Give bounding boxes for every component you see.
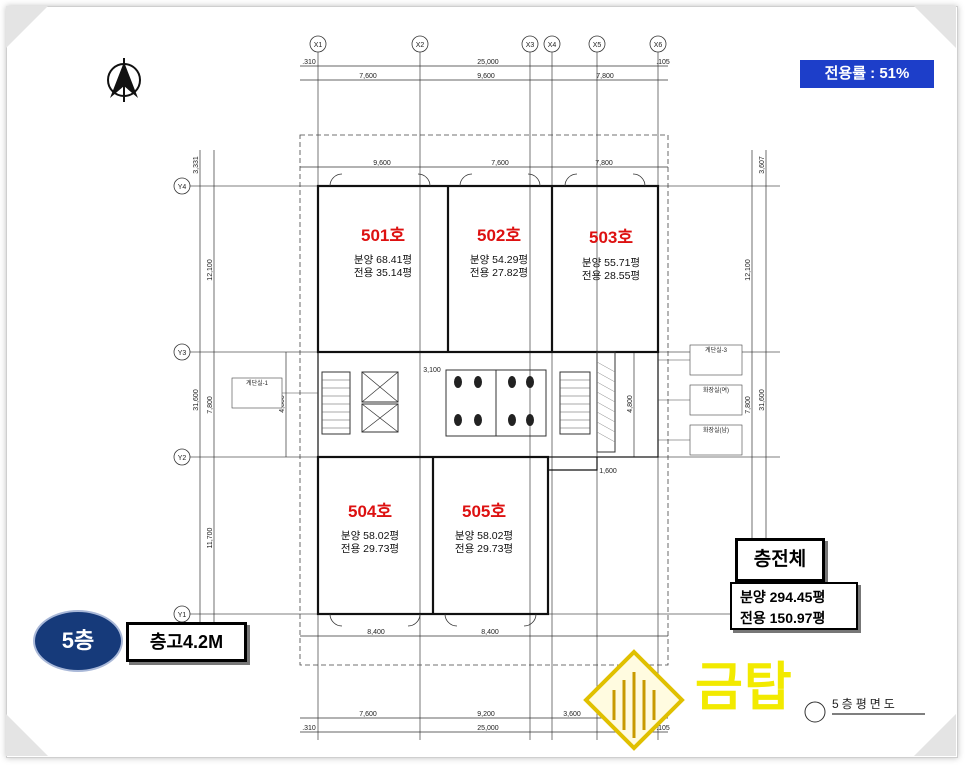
grid-label-y1: Y1 bbox=[178, 612, 187, 619]
unit-503-label: 503호 bbox=[588, 228, 633, 247]
unit-502-area: 분양 54.29평 전용 27.82평 bbox=[444, 254, 554, 280]
dim-inner-top-b: 7,600 bbox=[491, 160, 509, 167]
unit-503-area: 분양 55.71평 전용 28.55평 bbox=[556, 257, 666, 283]
grid-label-y2: Y2 bbox=[178, 455, 187, 462]
site-boundary bbox=[299, 134, 669, 666]
dim-left-a: 12,100 bbox=[207, 259, 214, 281]
door-swings bbox=[329, 173, 646, 627]
building-walls bbox=[316, 184, 660, 616]
grid-label-x6: X6 bbox=[654, 42, 663, 49]
dim-bottom-a: 7,600 bbox=[359, 711, 377, 718]
dim-right-c: 3,607 bbox=[759, 156, 766, 174]
grid-bubbles-y bbox=[173, 177, 191, 623]
unit-503-exclusive: 전용 28.55평 bbox=[581, 270, 641, 282]
dim-top-edge-left: .310 bbox=[302, 59, 316, 66]
drawing-title-mark bbox=[804, 701, 925, 723]
floor-total-exclusive: 전용 150.97평 bbox=[740, 610, 826, 626]
unit-501-sale: 분양 68.41평 bbox=[353, 254, 413, 266]
dim-core-right: 4,800 bbox=[627, 395, 634, 413]
drawing-title: 5층평면도 bbox=[832, 697, 898, 711]
grid-label-x2: X2 bbox=[416, 42, 425, 49]
room-tag-stair-3: 계단실-3 bbox=[705, 346, 728, 354]
unit-504-exclusive: 전용 29.73평 bbox=[340, 543, 400, 555]
exclusive-ratio-badge: 전용률 : 51% bbox=[800, 60, 934, 88]
grid-bubbles-x bbox=[309, 35, 667, 53]
unit-502-exclusive: 전용 27.82평 bbox=[469, 267, 529, 279]
left-dimension-text: 31,600 12,100 7,800 11,700 3,331 4,800 bbox=[193, 156, 286, 548]
dim-bottom-b: 9,200 bbox=[477, 711, 495, 718]
unit-501-exclusive: 전용 35.14평 bbox=[353, 267, 413, 279]
floor-total-sale: 분양 294.45평 bbox=[740, 589, 826, 605]
unit-501-label: 501호 bbox=[360, 226, 405, 245]
room-tag-toilet-f: 화장실(여) bbox=[703, 386, 729, 394]
grid-label-x3: X3 bbox=[526, 42, 535, 49]
dim-right-b: 7,800 bbox=[745, 396, 752, 414]
unit-505-area: 분양 58.02평 전용 29.73평 bbox=[429, 530, 539, 556]
dim-top-b: 9,600 bbox=[477, 73, 495, 80]
dim-top-edge-right: .105 bbox=[656, 59, 670, 66]
dim-left-b: 7,800 bbox=[207, 396, 214, 414]
top-dimension-text: 25,000 7,600 9,600 7,800 .310 .105 9,600… bbox=[302, 59, 670, 167]
dim-left-d: 3,331 bbox=[193, 156, 200, 174]
dim-left-c: 11,700 bbox=[207, 527, 214, 548]
unit-504-area: 분양 58.02평 전용 29.73평 bbox=[315, 530, 425, 556]
grid-bubble-labels-x: X1 X2 X3 X4 X5 X6 bbox=[314, 42, 663, 49]
dim-right-total: 31,600 bbox=[759, 389, 766, 411]
dim-inner-bottom-b: 8,400 bbox=[481, 629, 499, 636]
dim-bottom-edge-right: .105 bbox=[656, 725, 670, 732]
dim-inner-top-c: 7,800 bbox=[595, 160, 613, 167]
dim-top-total: 25,000 bbox=[477, 59, 499, 66]
grid-label-x1: X1 bbox=[314, 42, 323, 49]
room-tag-stair-1: 계단실-1 bbox=[246, 379, 269, 387]
right-dimension-text: 31,600 12,100 7,800 3,607 4,800 bbox=[627, 156, 766, 414]
corner-fold-tl bbox=[6, 6, 48, 48]
unit-504-sale: 분양 58.02평 bbox=[340, 530, 400, 542]
grid-label-y3: Y3 bbox=[178, 350, 187, 357]
left-dimension-lines bbox=[199, 150, 287, 625]
room-tag-toilet-m: 화장실(남) bbox=[703, 426, 729, 434]
dim-core-left: 4,800 bbox=[279, 395, 286, 413]
corner-fold-bl bbox=[6, 714, 48, 756]
unit-505-exclusive: 전용 29.73평 bbox=[454, 543, 514, 555]
dim-left-total: 31,600 bbox=[193, 389, 200, 411]
corner-fold-tr bbox=[914, 6, 956, 48]
dim-bottom-total: 25,000 bbox=[477, 725, 499, 732]
north-arrow-icon bbox=[107, 58, 141, 102]
grid-label-x5: X5 bbox=[593, 42, 602, 49]
grid-bubble-labels-y: Y4 Y3 Y2 Y1 bbox=[178, 184, 187, 619]
dim-core-c: 3,100 bbox=[423, 367, 441, 374]
unit-505-label: 505호 bbox=[461, 502, 506, 521]
dim-top-c: 7,800 bbox=[596, 73, 614, 80]
floor-total-box: 분양 294.45평 전용 150.97평 bbox=[730, 582, 858, 630]
floor-height-label: 층고4.2M bbox=[126, 622, 247, 662]
dim-bottom-edge-left: .310 bbox=[302, 725, 316, 732]
bottom-dimension-text: 8,400 8,400 7,600 9,200 3,600 25,000 .31… bbox=[302, 629, 670, 732]
floor-total-title: 층전체 bbox=[735, 538, 825, 582]
floor-badge: 5층 bbox=[33, 610, 123, 672]
core-area bbox=[321, 351, 616, 453]
dim-inner-top-a: 9,600 bbox=[373, 160, 391, 167]
unit-505-sale: 분양 58.02평 bbox=[454, 530, 514, 542]
dim-top-a: 7,600 bbox=[359, 73, 377, 80]
grid-label-y4: Y4 bbox=[178, 184, 187, 191]
unit-504-label: 504호 bbox=[347, 502, 392, 521]
dim-core-d: 1,600 bbox=[599, 468, 617, 475]
core-dimension-text: 3,100 1,600 bbox=[423, 367, 617, 475]
logo-emblem-icon bbox=[583, 649, 685, 751]
unit-501-area: 분양 68.41평 전용 35.14평 bbox=[328, 254, 438, 280]
top-dimension-lines bbox=[300, 65, 668, 168]
unit-502-label: 502호 bbox=[476, 226, 521, 245]
unit-503-sale: 분양 55.71평 bbox=[581, 257, 641, 269]
room-tag-text: 계단실-1 화장실(여) 화장실(남) 계단실-3 bbox=[246, 346, 729, 434]
room-tags bbox=[231, 344, 743, 456]
dim-right-a: 12,100 bbox=[745, 259, 752, 281]
corner-fold-br bbox=[914, 714, 956, 756]
dim-bottom-c: 3,600 bbox=[563, 711, 581, 718]
logo-text: 금탑 bbox=[695, 659, 793, 717]
dim-inner-bottom-a: 8,400 bbox=[367, 629, 385, 636]
grid-label-x4: X4 bbox=[548, 42, 557, 49]
unit-502-sale: 분양 54.29평 bbox=[469, 254, 529, 266]
